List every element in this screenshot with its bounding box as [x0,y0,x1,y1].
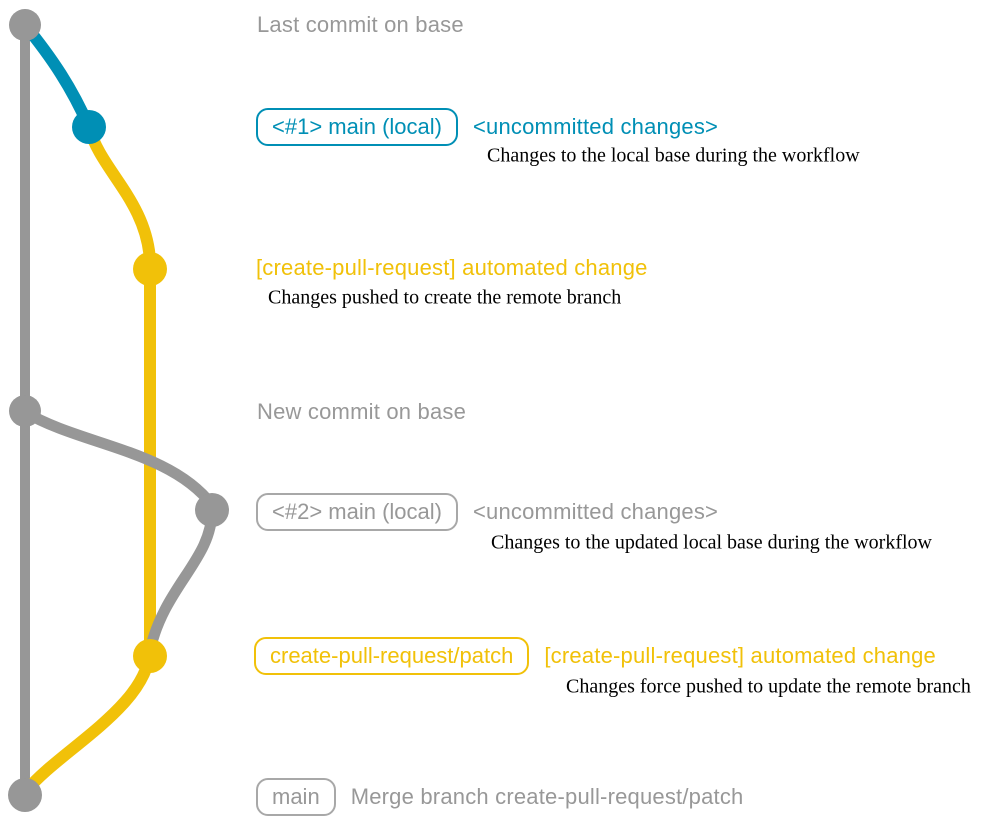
branch-badge-main-local-2: <#2> main (local) [256,493,458,531]
branch-badge-main: main [256,778,336,816]
description-push-create-branch: Changes pushed to create the remote bran… [268,286,622,309]
commit-dot-main-local-2 [195,493,229,527]
commit-dot-base-new [9,395,41,427]
description-updated-local-base-changes: Changes to the updated local base during… [491,531,932,554]
row-merge-commit: main Merge branch create-pull-request/pa… [256,778,744,816]
description-local-base-changes: Changes to the local base during the wor… [487,144,860,167]
commit-message-uncommitted-changes-2: <uncommitted changes> [472,499,719,524]
row-new-commit-on-base: New commit on base [257,399,466,425]
commit-dot-patch-2 [133,639,167,673]
row-last-commit-on-base: Last commit on base [257,12,464,38]
commit-message-last-commit-on-base: Last commit on base [257,12,464,37]
commit-message-automated-change-1: [create-pull-request] automated change [256,255,648,280]
main-local-2-branch-out-curve [19,406,218,511]
commit-message-uncommitted-changes-1: <uncommitted changes> [472,114,719,139]
branch-badge-create-pull-request-patch: create-pull-request/patch [254,637,530,675]
row-patch-commit-1: [create-pull-request] automated change [256,255,648,281]
description-force-push-update-branch: Changes force pushed to update the remot… [566,675,971,698]
commit-message-new-commit-on-base: New commit on base [257,399,467,424]
commit-dot-base-merge [8,778,42,812]
row-main-local-1: <#1> main (local) <uncommitted changes> [256,108,718,146]
row-patch-commit-2: create-pull-request/patch [create-pull-r… [254,637,936,675]
commit-dot-main-local-1 [72,110,106,144]
branch-badge-main-local-1: <#1> main (local) [256,108,458,146]
commit-message-merge-branch: Merge branch create-pull-request/patch [350,784,744,809]
commit-dot-patch-1 [133,252,167,286]
row-main-local-2: <#2> main (local) <uncommitted changes> [256,493,718,531]
main-local-2-branch-in-curve [144,504,218,656]
commit-message-automated-change-2: [create-pull-request] automated change [544,643,936,668]
commit-dot-base-top [9,9,41,41]
main-local-branch-curve [19,19,95,133]
